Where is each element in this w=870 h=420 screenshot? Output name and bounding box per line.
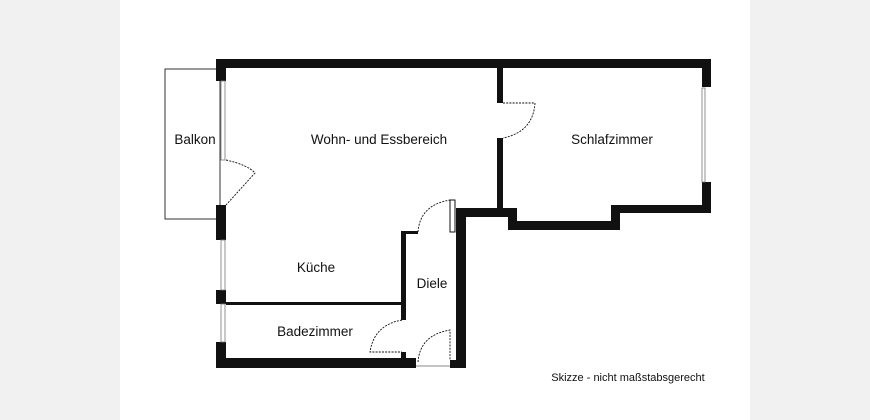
balcony-door-swing	[225, 159, 256, 206]
bedroom-bottom-wall-b	[508, 221, 620, 230]
bathroom-door-swing	[369, 319, 403, 353]
balcony-outline	[164, 68, 221, 220]
window-kitchen	[220, 239, 226, 291]
right-wall-top	[702, 59, 711, 87]
room-label-hallway: Diele	[417, 276, 448, 291]
hallway-left-wall	[401, 231, 406, 320]
hallway-left-wall-low	[401, 352, 406, 362]
left-wall-mid	[216, 205, 226, 240]
room-label-bathroom: Badezimmer	[277, 324, 353, 339]
bedroom-bottom-wall-c	[611, 205, 711, 213]
bedroom-bottom-step	[508, 208, 517, 230]
bedroom-door-swing	[502, 102, 536, 139]
kitchen-bath-wall	[226, 302, 403, 305]
hallway-door-swing	[417, 199, 451, 233]
entrance-door-swing	[417, 329, 451, 363]
living-bedroom-wall-top	[497, 68, 503, 103]
hallway-right-wall	[456, 208, 466, 368]
left-wall-top	[216, 59, 226, 81]
window-bedroom	[701, 87, 706, 183]
bedroom-bottom-step-b	[611, 205, 620, 230]
hallway-door-jamb	[449, 199, 456, 233]
window-balcony	[220, 80, 226, 161]
living-bedroom-wall-low	[497, 138, 503, 210]
right-wall-bottom	[702, 182, 711, 213]
bottom-wall	[216, 358, 416, 368]
room-label-living: Wohn- und Essbereich	[311, 132, 447, 147]
left-wall-lower	[216, 290, 226, 304]
left-wall-bottom	[216, 342, 226, 368]
bedroom-bottom-wall-a	[456, 208, 517, 217]
scale-disclaimer: Skizze - nicht maßstabsgerecht	[551, 372, 704, 384]
hallway-top-wall	[401, 231, 418, 234]
room-label-kitchen: Küche	[297, 260, 335, 275]
window-bathroom	[220, 303, 226, 343]
top-wall	[216, 59, 711, 68]
room-label-balcony: Balkon	[174, 132, 215, 147]
room-label-bedroom: Schlafzimmer	[571, 132, 653, 147]
